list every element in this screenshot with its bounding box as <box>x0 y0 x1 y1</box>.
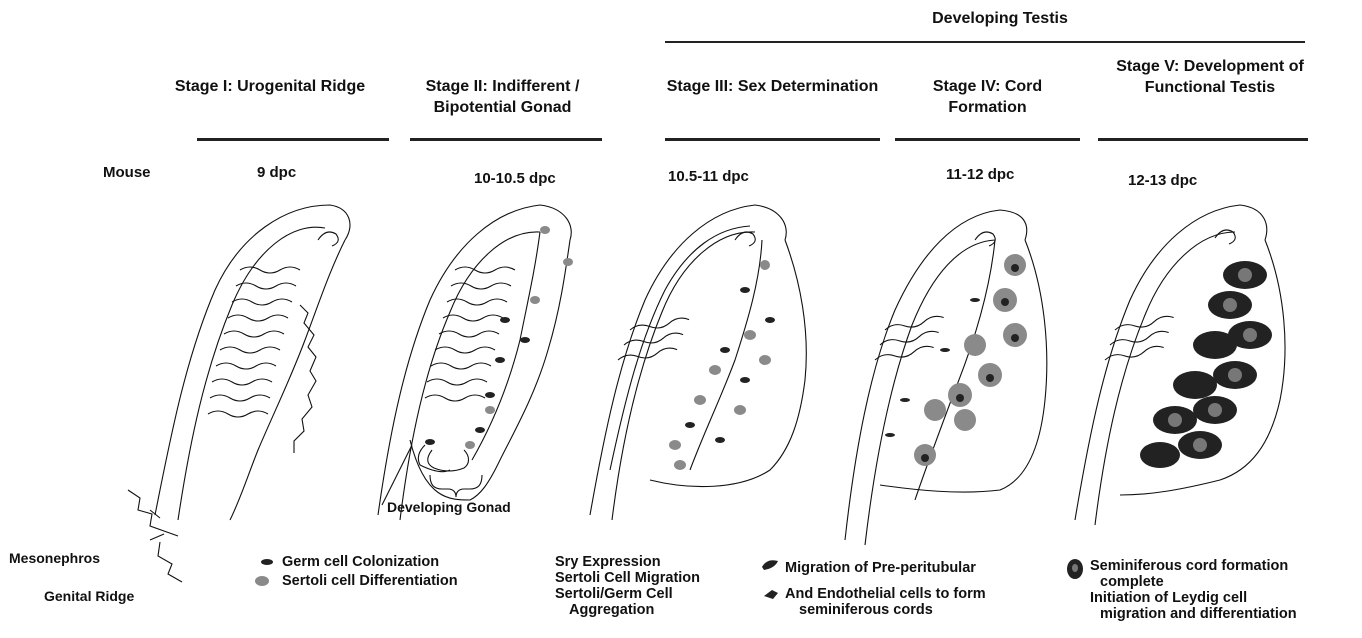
stage4-drawing <box>845 210 1047 545</box>
genital-ridge-bracket <box>158 542 182 582</box>
stage5-legend-line1: Seminiferous cord formation <box>1090 558 1297 574</box>
stage5-drawing <box>1075 205 1285 525</box>
genital-ridge-label: Genital Ridge <box>44 588 134 604</box>
sertoli-cell-icon <box>255 576 269 586</box>
stage4-legend-line2: And Endothelial cells to form <box>785 586 986 602</box>
mesonephros-label: Mesonephros <box>9 550 100 566</box>
seminiferous-cord-icon-core <box>1072 564 1078 572</box>
stage3-legend-line3: Sertoli/Germ Cell <box>555 586 700 602</box>
stage5-legend: Seminiferous cord formation complete Ini… <box>1090 558 1297 622</box>
stage3-drawing <box>590 205 806 520</box>
stage5-legend-line2: complete <box>1090 574 1297 590</box>
developing-gonad-bracket <box>430 475 482 497</box>
germ-cell-icon <box>261 559 273 565</box>
stage1-drawing <box>150 205 350 540</box>
stage3-legend-line2: Sertoli Cell Migration <box>555 570 700 586</box>
stage4-legend-line3: seminiferous cords <box>785 602 986 618</box>
developing-gonad-label: Developing Gonad <box>387 499 511 515</box>
stage4-legend-line1: Migration of Pre-peritubular <box>785 560 986 576</box>
stage5-legend-line3: Initiation of Leydig cell <box>1090 590 1297 606</box>
endothelial-icon <box>764 590 778 599</box>
stage2-legend-line2: Sertoli cell Differentiation <box>282 573 458 589</box>
stage2-legend: Germ cell Colonization Sertoli cell Diff… <box>282 554 458 589</box>
stage2-drawing <box>378 205 573 520</box>
stage4-legend: Migration of Pre-peritubular And Endothe… <box>785 560 986 618</box>
stage5-legend-line4: migration and differentiation <box>1090 606 1297 622</box>
pre-peritubular-icon <box>762 560 778 570</box>
stage2-legend-line1: Germ cell Colonization <box>282 554 458 570</box>
stage3-legend-line4: Aggregation <box>555 602 700 618</box>
stage3-legend-line1: Sry Expression <box>555 554 700 570</box>
stage3-legend: Sry Expression Sertoli Cell Migration Se… <box>555 554 700 618</box>
